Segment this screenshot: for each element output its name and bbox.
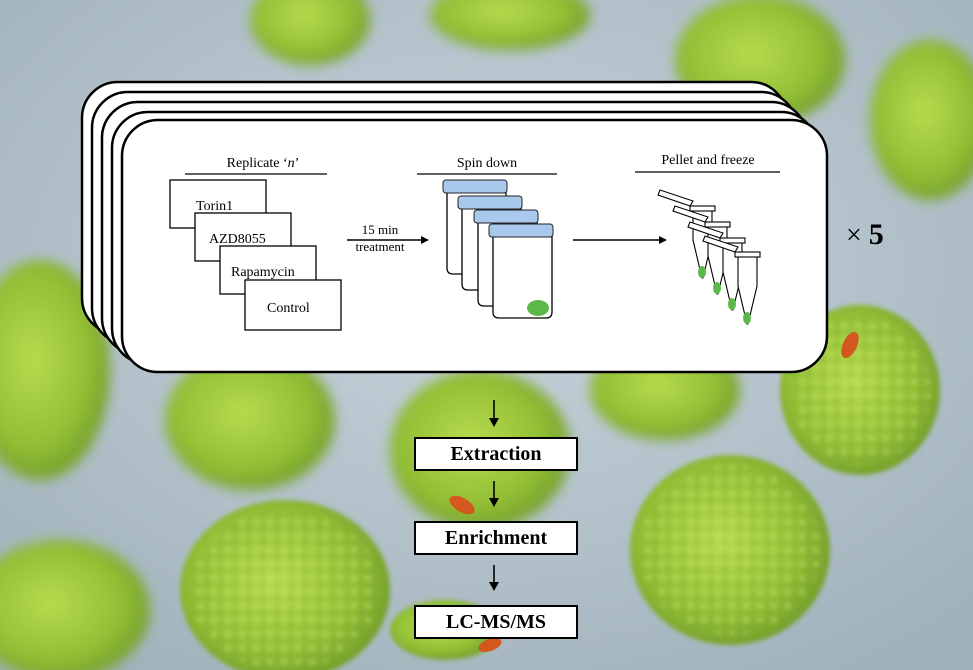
treatment-box-control: [244, 279, 342, 331]
step-lc-ms-ms: LC-MS/MS: [414, 605, 578, 639]
multiplier-symbol: ×: [846, 220, 862, 251]
arrow-down-icon: [489, 481, 499, 507]
arrow-right-icon: [347, 236, 429, 244]
treatment-label: AZD8055: [209, 232, 266, 247]
step-extraction: Extraction: [414, 437, 578, 471]
replicate-header: Replicate ‘n’: [227, 156, 300, 171]
eyespots: [449, 331, 859, 652]
cell-pellet: [527, 300, 549, 316]
treatment-time-label: 15 min: [362, 222, 399, 237]
replicate-multiplier: × 5: [846, 218, 884, 252]
arrow-down-icon: [489, 565, 499, 591]
microtube-icon: [702, 235, 761, 325]
multiplier-count: 5: [868, 218, 884, 251]
treatment-time-label: treatment: [355, 239, 404, 254]
microtube-icon: [687, 221, 746, 311]
treatment-label: Rapamycin: [231, 265, 295, 280]
centrifuge-tubes: [442, 179, 554, 319]
step-enrichment: Enrichment: [414, 521, 578, 555]
arrow-down-icon: [489, 400, 499, 427]
microtubes: [657, 189, 761, 325]
treatment-label: Control: [267, 301, 310, 316]
pellet-header: Pellet and freeze: [661, 153, 754, 168]
treatment-label: Torin1: [196, 199, 233, 214]
spin-header: Spin down: [457, 156, 517, 171]
treatment-boxes: [169, 179, 342, 331]
arrow-right-icon: [573, 236, 667, 244]
centrifuge-tube-icon: [488, 223, 554, 319]
